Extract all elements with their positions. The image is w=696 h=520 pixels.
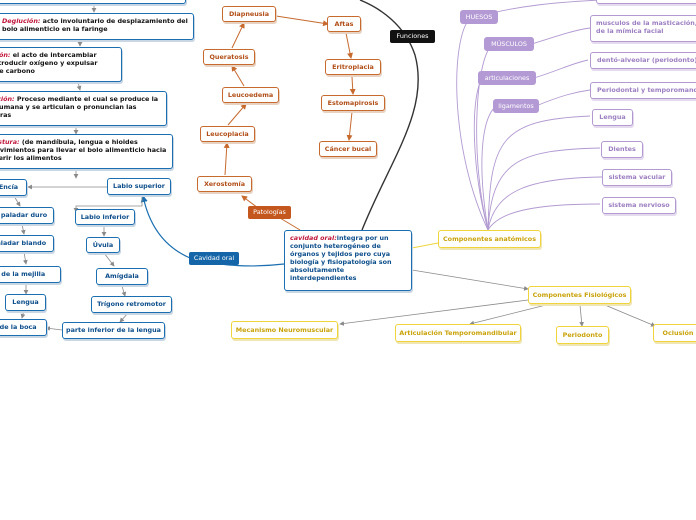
central-concept-cavidad-oral[interactable]: cavidad oral:integra por un conjunto het… <box>284 230 412 291</box>
respiracion-term: Respiración: <box>0 51 11 59</box>
anatomy-parte-inferior-lengua[interactable]: parte inferior de la lengua <box>62 322 165 339</box>
anatomico-dento-alveolar[interactable]: dentó-alveolar (periodonto), <box>590 52 696 69</box>
definition-masticacion[interactable]: Masticación/Postura: (de mandíbula, leng… <box>0 134 173 169</box>
anatomy-trigono-retromotor[interactable]: Trígono retromotor <box>91 296 172 313</box>
anatomy-paladar-duro[interactable]: paladar duro <box>0 207 54 224</box>
anatomy-labio-inferior[interactable]: Labio inferior <box>75 209 135 225</box>
fonacion-term: Fonación: <box>0 95 15 103</box>
fisiologico-periodonto[interactable]: Periodonto <box>556 326 609 344</box>
anatomy-paladar-blando[interactable]: paladar blando <box>0 235 54 252</box>
anatomico-musculos[interactable]: MÚSCULOS <box>484 37 534 51</box>
anatomy-labio-superior[interactable]: Labio superior <box>107 178 171 195</box>
fisiologico-mecanismo-neuromuscular[interactable]: Mecanismo Neuromuscular <box>231 321 338 339</box>
anatomy-piso-boca[interactable]: Piso de la boca <box>0 319 47 336</box>
pathology-cancer-bucal[interactable]: Cáncer bucal <box>319 141 377 157</box>
fisiologico-oclusion[interactable]: Oclusión <box>653 324 696 342</box>
anatomy-uvula[interactable]: Úvula <box>86 237 120 253</box>
anatomico-periodontal-temporomandibular[interactable]: Periodontal y temporomandibular <box>590 82 696 99</box>
anatomy-lengua[interactable]: Lengua <box>5 294 46 311</box>
deglucion-term: Deglución: <box>2 17 41 25</box>
componentes-fisiologicos[interactable]: Componentes Fisiológicos <box>528 286 631 304</box>
anatomico-dientes[interactable]: Dientes <box>601 141 643 158</box>
anatomy-encia[interactable]: Encía <box>0 179 27 196</box>
anatomico-top-cutoff <box>596 0 696 4</box>
definition-deglucion[interactable]: Deglución: acto involuntario de desplaza… <box>0 13 194 40</box>
anatomico-sistema-vascular[interactable]: sistema vacular <box>602 169 672 186</box>
definition-fonacion[interactable]: Fonación: Proceso mediante el cual se pr… <box>0 91 167 126</box>
pathology-xerostomia[interactable]: Xerostomía <box>197 176 252 192</box>
respiracion-text: el acto de intercambiar gases, introduci… <box>0 51 98 75</box>
definition-respiracion[interactable]: Respiración: el acto de intercambiar gas… <box>0 47 122 82</box>
deglucion-text: acto involuntario de desplazamiento del … <box>2 17 188 33</box>
anatomico-articulaciones[interactable]: articulaciones <box>478 71 536 85</box>
pathology-diapneusia[interactable]: Diapneusia <box>222 6 276 22</box>
central-text: integra por un conjunto heterogéneo de ó… <box>290 234 392 282</box>
componentes-anatomicos[interactable]: Componentes anatómicos <box>438 230 541 248</box>
anatomico-ligamentos[interactable]: ligamentos <box>493 99 539 113</box>
anatomico-huesos[interactable]: HUESOS <box>460 10 498 24</box>
fonacion-text: Proceso mediante el cual se produce la v… <box>0 95 159 119</box>
central-term: cavidad oral: <box>290 234 337 242</box>
fisiologico-articulacion-temporomandibular[interactable]: Articulación Temporomandibular <box>395 324 521 342</box>
masticacion-text: (de mandíbula, lengua e hioides conjunto… <box>0 138 167 162</box>
pathology-leucoedema[interactable]: Leucoedema <box>222 87 279 103</box>
anatomico-musculos-masticacion[interactable]: musculos de la masticación, de la mímica… <box>590 15 696 42</box>
node-top-cutoff <box>0 0 186 4</box>
pathology-queratosis[interactable]: Queratosis <box>203 49 255 65</box>
anatomy-interior-mejilla[interactable]: Interior de la mejilla <box>0 266 61 283</box>
anatomico-lengua[interactable]: Lengua <box>592 109 633 126</box>
pathology-leucoplacia[interactable]: Leucoplacia <box>200 126 255 142</box>
node-funciones[interactable]: Funciones <box>390 30 435 43</box>
node-patologias[interactable]: Patologías <box>248 206 291 219</box>
masticacion-term: Masticación/Postura: <box>0 138 20 146</box>
pathology-eritroplacia[interactable]: Eritroplacia <box>325 59 381 75</box>
anatomico-sistema-nervioso[interactable]: sistema nervioso <box>602 197 676 214</box>
pathology-aftas[interactable]: Aftas <box>327 16 361 32</box>
node-cavidad-oral[interactable]: Cavidad oral <box>189 252 239 265</box>
anatomy-amigdala[interactable]: Amígdala <box>96 268 148 285</box>
pathology-estomapirosis[interactable]: Estomapirosis <box>321 95 385 111</box>
